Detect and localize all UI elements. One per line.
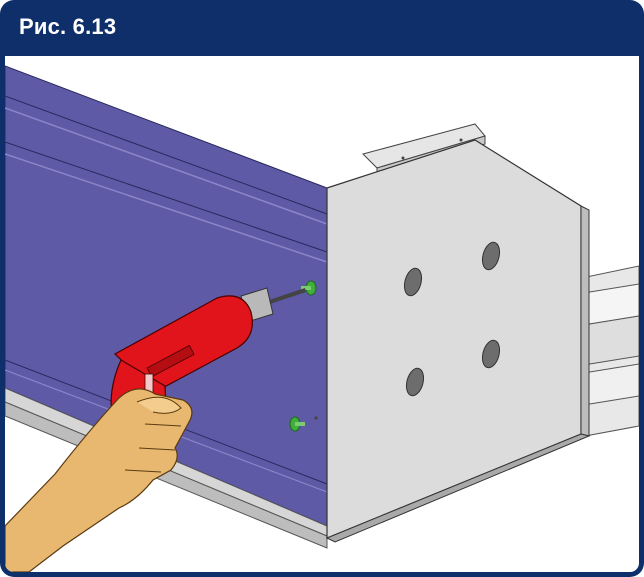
- screw-top: [301, 280, 317, 296]
- screw-bottom: [289, 416, 318, 432]
- figure-title: Рис. 6.13: [19, 14, 117, 39]
- hand: [5, 388, 193, 572]
- assembly-illustration: [5, 65, 639, 572]
- end-plate: [325, 139, 591, 543]
- figure-header: Рис. 6.13: [0, 0, 644, 56]
- figure-body: [0, 56, 644, 577]
